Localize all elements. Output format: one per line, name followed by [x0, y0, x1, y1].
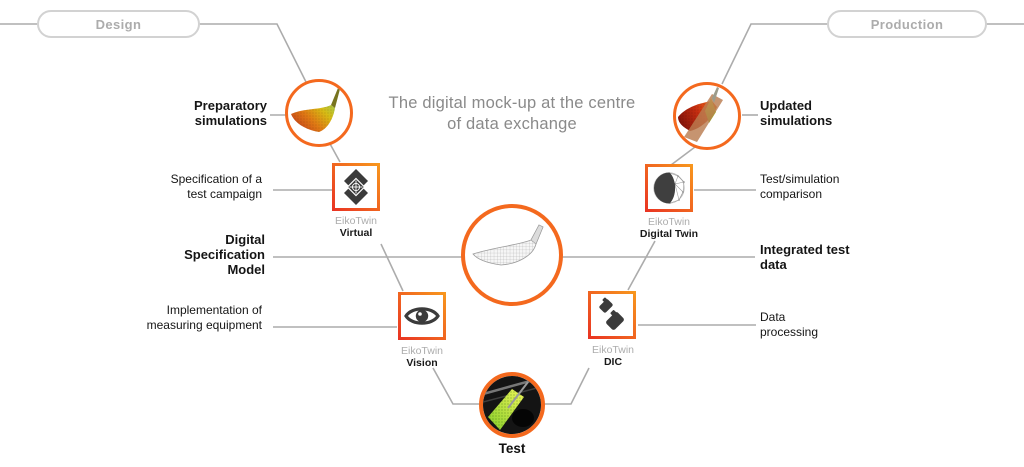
- production-pill-label: Production: [870, 16, 944, 32]
- label-integrated-test-data: Integrated test data: [760, 242, 850, 272]
- caption-digital-twin: EikoTwin Digital Twin: [624, 216, 714, 241]
- virtual-brand: EikoTwin: [334, 215, 377, 227]
- dic-square-inner: [591, 294, 633, 336]
- digital-twin-name: Digital Twin: [639, 228, 699, 241]
- vision-name: Vision: [406, 357, 438, 370]
- wireframe-mesh-icon: [472, 224, 544, 266]
- production-pill: Production: [827, 10, 987, 38]
- label-data-processing: Data processing: [760, 310, 819, 339]
- caption-dic: EikoTwin DIC: [568, 344, 658, 369]
- node-updated-circle: [673, 82, 741, 150]
- label-test-simulation-comparison: Test/simulation comparison: [760, 172, 840, 201]
- node-center-mockup-circle: [461, 204, 563, 306]
- node-test-circle: [479, 372, 545, 438]
- label-specification-test-campaign: Specification of a test campaign: [170, 172, 262, 201]
- digital-twin-square-inner: [648, 167, 690, 209]
- design-pill-label: Design: [95, 16, 142, 32]
- label-test: Test: [498, 441, 526, 456]
- test-specimen-photo-icon: [483, 376, 541, 434]
- node-preparatory-circle: [285, 79, 353, 147]
- caption-virtual: EikoTwin Virtual: [311, 215, 401, 240]
- label-updated-simulations: Updated simulations: [760, 98, 833, 128]
- simulation-result-icon: [291, 88, 340, 132]
- design-pill: Design: [37, 10, 200, 38]
- stereo-cameras-icon: [599, 297, 624, 330]
- dic-brand: EikoTwin: [591, 344, 634, 356]
- virtual-square-inner: [335, 166, 377, 208]
- node-virtual-square: [332, 163, 380, 211]
- label-digital-specification-model: Digital Specification Model: [184, 232, 265, 277]
- node-digital-twin-square: [645, 164, 693, 212]
- vision-square-inner: [401, 295, 443, 337]
- dic-name: DIC: [603, 356, 623, 369]
- eye-icon: [404, 307, 440, 325]
- page-title: The digital mock-up at the centre of dat…: [388, 94, 636, 133]
- vision-brand: EikoTwin: [400, 345, 443, 357]
- caption-vision: EikoTwin Vision: [377, 345, 467, 370]
- label-implementation-measuring-equipment: Implementation of measuring equipment: [146, 303, 262, 332]
- node-vision-square: [398, 292, 446, 340]
- virtual-name: Virtual: [339, 227, 373, 240]
- half-solid-wireframe-sphere-icon: [653, 172, 685, 204]
- updated-simulation-icon: [678, 87, 723, 142]
- label-preparatory-simulations: Preparatory simulations: [194, 98, 267, 128]
- layered-diamonds-target-icon: [344, 169, 368, 205]
- node-dic-square: [588, 291, 636, 339]
- digital-twin-brand: EikoTwin: [647, 216, 690, 228]
